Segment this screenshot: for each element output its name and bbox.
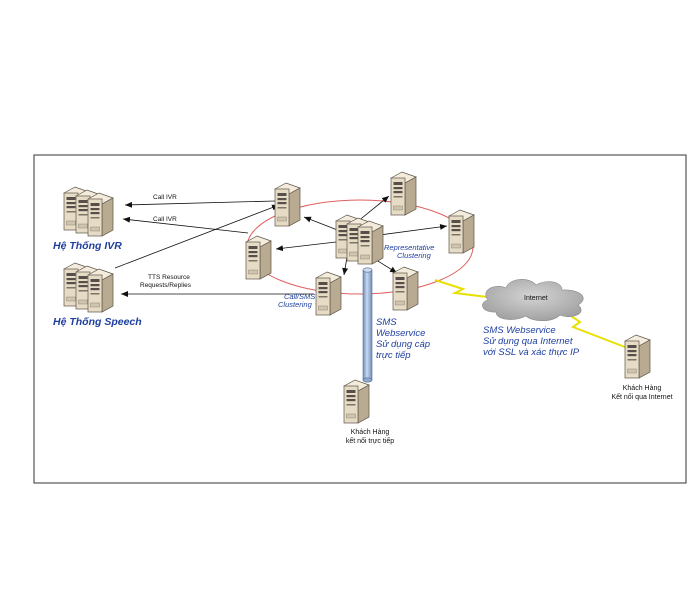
tts-label-line1: TTS Resource xyxy=(148,274,190,281)
server-icon xyxy=(392,266,419,311)
pipe-icon xyxy=(362,267,373,383)
ivr-system-label: Hệ Thống IVR xyxy=(53,240,122,252)
representative-clustering-line2: Clustering xyxy=(397,251,431,260)
sms-direct-line1: SMS xyxy=(376,317,397,328)
diagram-frame xyxy=(33,154,687,484)
speech-server-group xyxy=(63,262,114,313)
server-icon xyxy=(448,209,475,254)
call-ivr-arrow-2 xyxy=(122,216,249,234)
cluster-arrow-right xyxy=(371,223,448,237)
server-icon xyxy=(390,171,417,216)
server-icon xyxy=(245,235,272,280)
internet-label: Internet xyxy=(524,295,548,302)
call-ivr-label-2: Call IVR xyxy=(153,216,177,223)
tts-label-line2: Requests/Replies xyxy=(140,282,191,289)
sms-direct-line3: Sử dụng cáp xyxy=(376,339,431,350)
central-server-group xyxy=(335,214,384,265)
customer-internet-label-line2: Kết nối qua Internet xyxy=(611,394,673,401)
connection-lines xyxy=(114,195,448,297)
server-icon xyxy=(357,220,384,265)
call-ivr-label-1: Call IVR xyxy=(153,194,177,201)
cluster-arrow-upright xyxy=(356,195,390,223)
sms-internet-line3: với SSL và xác thực IP xyxy=(483,347,580,358)
server-icon xyxy=(315,271,342,316)
customer-direct-label-line2: kết nối trực tiếp xyxy=(345,438,395,445)
representative-clustering-line1: Representative xyxy=(384,243,435,252)
server-icon xyxy=(87,268,114,313)
customer-internet-label-line1: Khách Hàng xyxy=(622,385,662,392)
customer-direct-label-line1: Khách Hàng xyxy=(350,429,390,436)
speech-system-label: Hệ Thống Speech xyxy=(53,316,142,328)
call-ivr-arrow-1 xyxy=(124,200,276,208)
ivr-server-group xyxy=(63,186,114,237)
cloud-icon xyxy=(482,279,584,322)
cluster-arrow-top xyxy=(303,216,341,232)
server-icon xyxy=(274,182,301,227)
tts-arrow-up xyxy=(114,204,280,269)
cluster-arrow-left xyxy=(275,241,337,252)
call-sms-clustering-line1: Call/SMS xyxy=(284,292,316,301)
server-icon xyxy=(343,379,370,424)
sms-direct-line4: trực tiếp xyxy=(376,350,411,361)
server-icon xyxy=(624,334,651,379)
call-sms-clustering-line2: Clustering xyxy=(278,300,312,309)
server-icon xyxy=(87,192,114,237)
cluster-arrow-down xyxy=(342,256,349,276)
sms-internet-line2: Sử dụng qua Internet xyxy=(483,336,573,347)
sms-direct-line2: Webservice xyxy=(376,328,426,339)
sms-internet-line1: SMS Webservice xyxy=(483,325,556,336)
